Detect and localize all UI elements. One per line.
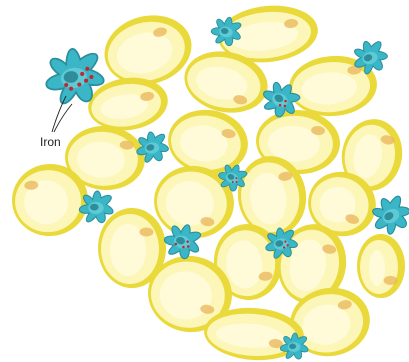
iron-label: Iron [40,135,61,149]
iron-callout: Iron [40,96,72,149]
fat-cell-nucleus [384,276,398,285]
iron-leader-line-1 [52,96,66,132]
macrophage-nucleus [289,344,296,350]
fat-cell-nucleus [139,228,153,237]
macrophage [79,191,113,223]
macrophage-nucleus [90,204,99,211]
fat-cell [357,234,405,298]
